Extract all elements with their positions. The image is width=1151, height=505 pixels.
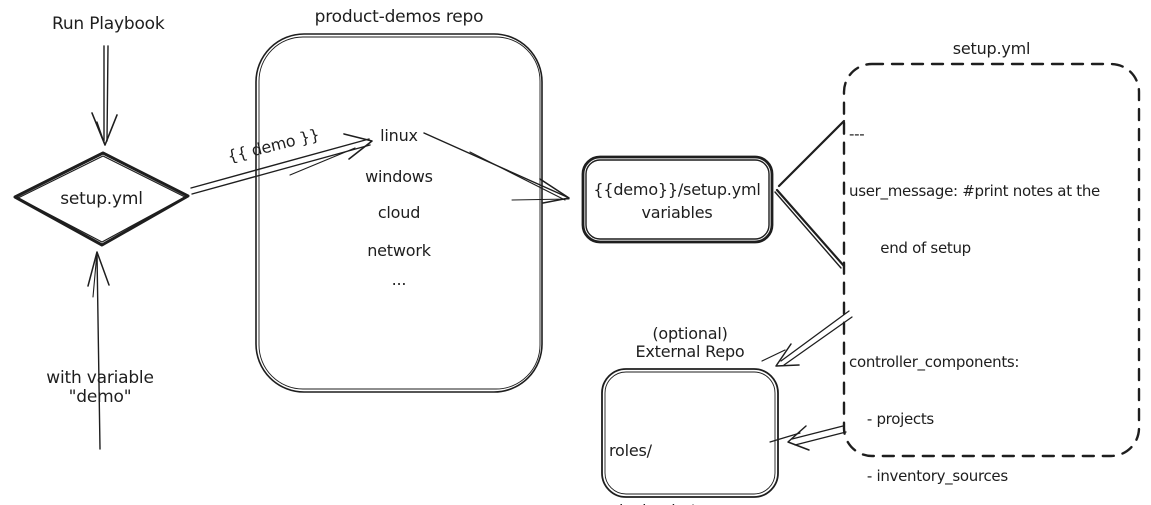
- linux-to-variables-arrow: [423, 132, 570, 204]
- run-playbook-arrow: [91, 45, 118, 146]
- with-variable-label: with variable "demo": [25, 369, 175, 407]
- repo-item-windows: windows: [365, 167, 433, 186]
- diamond-label: setup.yml: [60, 189, 143, 209]
- setup-yml-file-title: setup.yml: [952, 39, 1031, 58]
- job-templates-to-external-arrow: [769, 425, 847, 451]
- repo-item-cloud: cloud: [377, 203, 421, 222]
- setup-yml-diamond-shape: [13, 151, 190, 247]
- setup-yml-file-box-shape: [842, 62, 1141, 458]
- yaml-line: [849, 296, 1137, 315]
- setup-yml-file-content: --- user_message: #print notes at the en…: [849, 87, 1137, 505]
- external-repo-content: roles/ playbooks/ ....: [609, 401, 694, 505]
- run-playbook-label: Run Playbook: [52, 14, 165, 34]
- repo-item-network: network: [367, 241, 431, 260]
- variables-node-line2: variables: [641, 203, 713, 222]
- external-repo-line: roles/: [609, 441, 652, 460]
- with-variable-arrow: [87, 251, 110, 450]
- yaml-line: end of setup: [849, 239, 971, 257]
- external-repo-title-line2: External Repo: [635, 342, 745, 361]
- yaml-line: controller_components:: [849, 353, 1020, 371]
- yaml-line: user_message: #print notes at the: [849, 182, 1100, 200]
- yaml-line: - inventory_sources: [849, 467, 1008, 485]
- product-demos-box-shape: [255, 33, 543, 393]
- variables-box-shape: [581, 155, 774, 244]
- yaml-line: ---: [849, 125, 865, 143]
- variables-node-label: {{demo}}/setup.yml variables: [582, 178, 772, 224]
- external-repo-title: (optional) External Repo: [602, 325, 778, 361]
- yaml-line: - projects: [849, 410, 934, 428]
- product-demos-title: product-demos repo: [314, 7, 484, 27]
- variables-to-setupyml-connectors: [774, 119, 846, 269]
- variables-node-line1: {{demo}}/setup.yml: [593, 180, 761, 199]
- projects-to-external-arrow: [761, 310, 853, 367]
- external-repo-line: playbooks/: [609, 501, 694, 505]
- with-variable-line2: "demo": [68, 387, 132, 407]
- external-repo-box-shape: [601, 368, 779, 498]
- with-variable-line1: with variable: [46, 368, 154, 388]
- demo-jinja-arrow: [190, 133, 373, 195]
- external-repo-title-line1: (optional): [652, 324, 728, 343]
- repo-item-ellipsis: ...: [391, 270, 407, 289]
- repo-item-linux: linux: [380, 126, 418, 145]
